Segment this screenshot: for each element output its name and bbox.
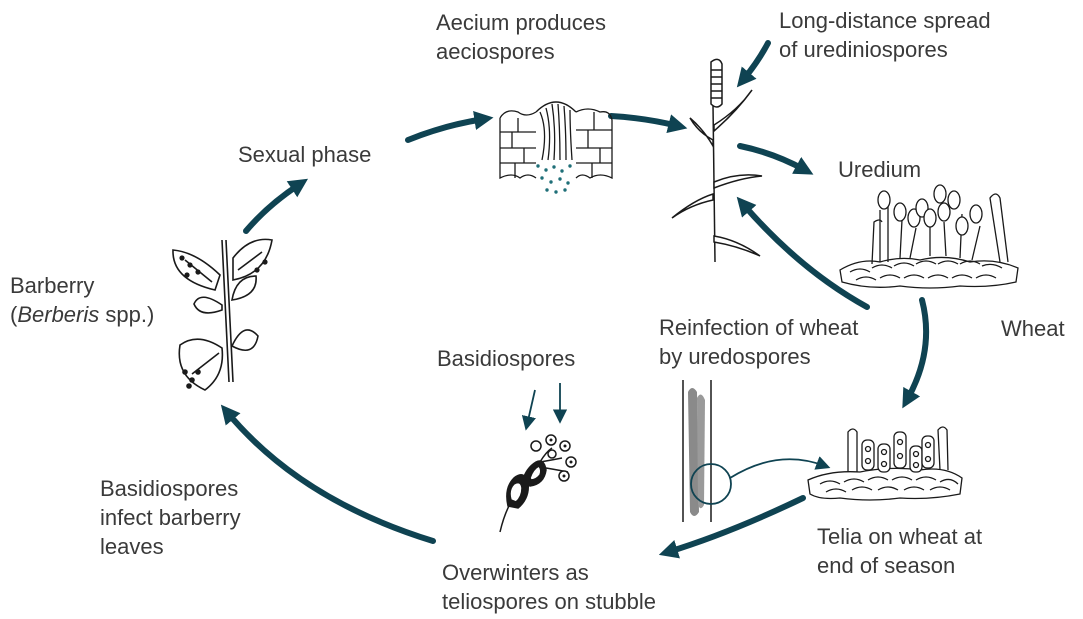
label-barberry-common: Barberry bbox=[10, 271, 154, 300]
label-reinfection-line1: Reinfection of wheat bbox=[659, 313, 858, 342]
telium-icon bbox=[808, 427, 962, 500]
arrow-wheat-to-uredium bbox=[740, 146, 805, 170]
uredium-icon bbox=[840, 185, 1018, 288]
basidiospore-arrows bbox=[527, 383, 560, 425]
label-overwinters-line1: Overwinters as bbox=[442, 558, 656, 587]
label-barberry-latin-rest: spp.) bbox=[99, 302, 154, 327]
label-overwinters-line2: teliospores on stubble bbox=[442, 587, 656, 616]
label-long-distance: Long-distance spread of urediniospores bbox=[779, 6, 991, 64]
label-basidio-infect-line3: leaves bbox=[100, 532, 241, 561]
label-sexual-phase: Sexual phase bbox=[238, 140, 371, 169]
label-barberry-genus: Berberis bbox=[17, 302, 99, 327]
arrow-aecium-to-wheat bbox=[611, 116, 678, 126]
label-reinfection-line2: by uredospores bbox=[659, 342, 858, 371]
label-aecium: Aecium produces aeciospores bbox=[436, 8, 606, 66]
label-telia-line2: end of season bbox=[817, 551, 982, 580]
arrow-reinfection bbox=[743, 204, 867, 307]
label-basidio-infect: Basidiospores infect barberry leaves bbox=[100, 474, 241, 561]
arrow-uredium-to-telia bbox=[907, 300, 926, 400]
wheat-plant-icon bbox=[672, 59, 762, 262]
label-basidiospores-text: Basidiospores bbox=[437, 344, 575, 373]
germinating-teliospore-icon bbox=[500, 435, 576, 532]
label-telia: Telia on wheat at end of season bbox=[817, 522, 982, 580]
arrow-overwinter-to-barberry bbox=[227, 412, 433, 541]
label-barberry: Barberry (Berberis spp.) bbox=[10, 271, 154, 329]
label-basidiospores: Basidiospores bbox=[437, 344, 575, 373]
label-wheat-text: Wheat bbox=[1001, 314, 1065, 343]
label-telia-line1: Telia on wheat at bbox=[817, 522, 982, 551]
label-wheat: Wheat bbox=[1001, 314, 1065, 343]
barberry-plant-icon bbox=[173, 239, 272, 390]
label-overwinters: Overwinters as teliospores on stubble bbox=[442, 558, 656, 616]
label-basidio-infect-line1: Basidiospores bbox=[100, 474, 241, 503]
label-reinfection: Reinfection of wheat by uredospores bbox=[659, 313, 858, 371]
arrow-long-distance-spread bbox=[743, 43, 768, 80]
label-long-distance-line2: of urediniospores bbox=[779, 35, 991, 64]
label-long-distance-line1: Long-distance spread bbox=[779, 6, 991, 35]
label-uredium-text: Uredium bbox=[838, 155, 921, 184]
arrow-telia-to-overwinter bbox=[668, 498, 803, 552]
arrow-sexual-phase-to-aecium bbox=[408, 119, 484, 140]
label-aecium-line1: Aecium produces bbox=[436, 8, 606, 37]
label-uredium: Uredium bbox=[838, 155, 921, 184]
label-barberry-latin: (Berberis spp.) bbox=[10, 300, 154, 329]
label-aecium-line2: aeciospores bbox=[436, 37, 606, 66]
arrow-barberry-to-sexual-phase bbox=[246, 184, 300, 231]
aecium-icon bbox=[500, 102, 612, 194]
label-sexual-phase-text: Sexual phase bbox=[238, 140, 371, 169]
label-basidio-infect-line2: infect barberry bbox=[100, 503, 241, 532]
